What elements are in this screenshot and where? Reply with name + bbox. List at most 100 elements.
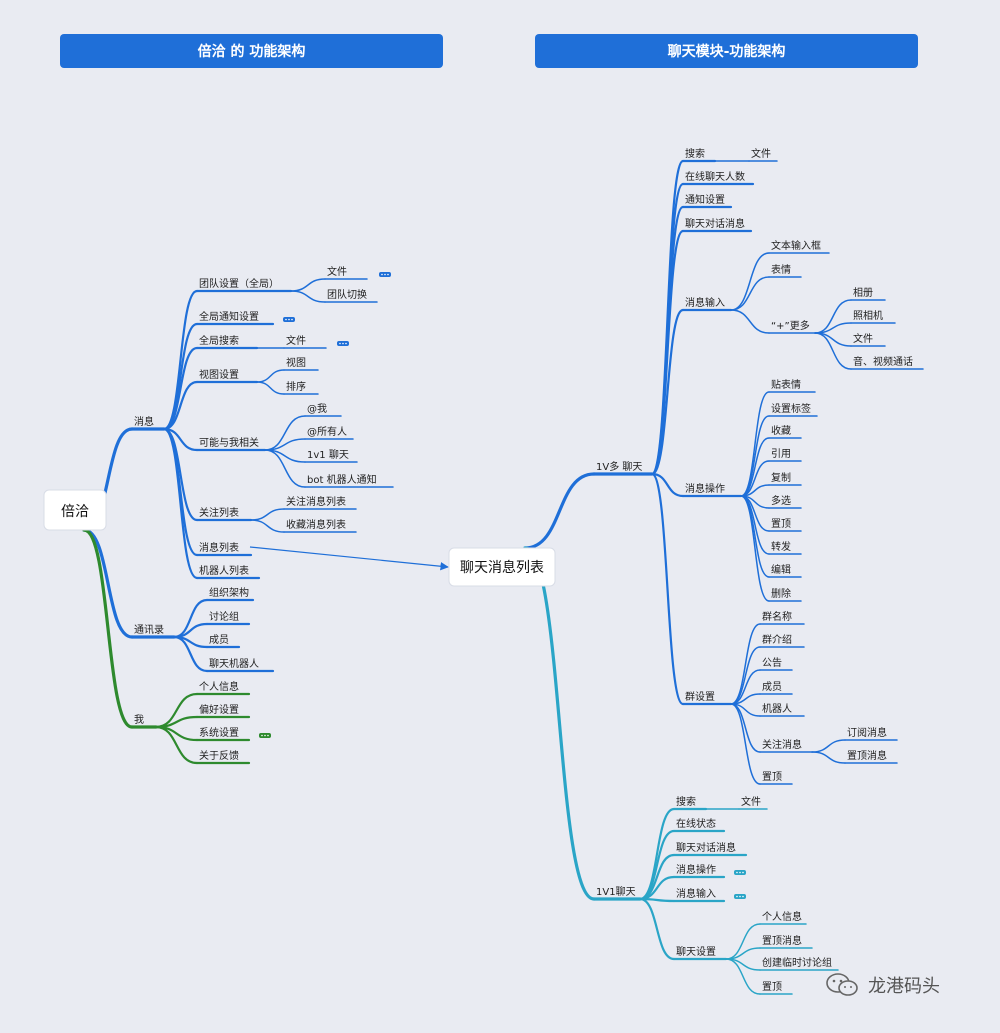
node-R-1-5-2[interactable]: 创建临时讨论组 — [762, 956, 832, 969]
edge-R-0-6-5-1 — [811, 751, 846, 764]
node-R-1-5-3[interactable]: 置顶 — [762, 981, 782, 993]
node-L-1[interactable]: 通讯录 — [134, 624, 164, 636]
node-R-0-5[interactable]: 消息操作 — [685, 482, 725, 495]
node-R-1-4[interactable]: 消息输入 — [676, 887, 716, 900]
node-L-1-0[interactable]: 组织架构 — [209, 586, 249, 599]
node-L-0-0[interactable]: 团队设置（全局） — [199, 277, 279, 290]
edge-L-0-3 — [162, 380, 199, 431]
node-L-0-6[interactable]: 消息列表 — [199, 541, 239, 554]
node-R-1-0-0[interactable]: 文件 — [741, 795, 761, 808]
node-L-0-4-0[interactable]: @我 — [307, 403, 327, 415]
node-R-0-1[interactable]: 在线聊天人数 — [685, 170, 745, 183]
collapse-dot-icon — [742, 871, 744, 874]
node-R-1-5-0[interactable]: 个人信息 — [762, 910, 802, 923]
node-L-0-3[interactable]: 视图设置 — [199, 368, 239, 381]
node-R-0[interactable]: 1V多 聊天 — [596, 460, 642, 473]
left-title-banner: 倍洽 的 功能架构 — [60, 34, 443, 68]
node-R-0-4-2-1[interactable]: 照相机 — [853, 309, 883, 322]
node-R-0-6-0[interactable]: 群名称 — [762, 610, 792, 623]
node-L-2-2[interactable]: 系统设置 — [199, 726, 239, 739]
node-R-0-4[interactable]: 消息输入 — [685, 296, 725, 309]
node-R-1-2[interactable]: 聊天对话消息 — [676, 841, 736, 854]
node-R-0-5-1[interactable]: 设置标签 — [771, 402, 811, 415]
node-R-0-2[interactable]: 通知设置 — [685, 193, 725, 206]
node-R-1[interactable]: 1V1聊天 — [596, 885, 636, 898]
node-R-0-5-6[interactable]: 置顶 — [771, 518, 791, 530]
node-R-0-6-3[interactable]: 成员 — [762, 681, 782, 693]
node-R-0-5-5[interactable]: 多选 — [771, 494, 791, 507]
link-arrow — [249, 546, 449, 571]
node-R-0-4-2[interactable]: “+”更多 — [771, 319, 810, 332]
node-L-0-2-0[interactable]: 文件 — [286, 334, 306, 347]
node-R-0-4-0[interactable]: 文本输入框 — [771, 239, 821, 252]
node-L-0-5-1[interactable]: 收藏消息列表 — [286, 518, 346, 531]
node-R-1-5[interactable]: 聊天设置 — [676, 945, 716, 958]
node-R-0-4-2-0[interactable]: 相册 — [853, 286, 873, 299]
node-L-2-3[interactable]: 关于反馈 — [199, 749, 239, 762]
node-R-1-1[interactable]: 在线状态 — [676, 817, 716, 830]
node-R-0-5-4[interactable]: 复制 — [771, 471, 791, 484]
node-L-0-4-1[interactable]: @所有人 — [307, 425, 347, 438]
node-L-2-0[interactable]: 个人信息 — [199, 680, 239, 693]
node-R-0-6-2[interactable]: 公告 — [762, 656, 782, 669]
node-L-0[interactable]: 消息 — [134, 415, 154, 428]
node-R-1-0[interactable]: 搜索 — [676, 795, 696, 808]
node-R-0-6-1[interactable]: 群介绍 — [762, 633, 792, 646]
node-R-0-6-6[interactable]: 置顶 — [762, 771, 782, 783]
node-L-1-3[interactable]: 聊天机器人 — [209, 657, 259, 670]
node-L-2[interactable]: 我 — [134, 714, 144, 726]
node-L-0-0-1[interactable]: 团队切换 — [327, 288, 367, 301]
node-L-1-1[interactable]: 讨论组 — [209, 610, 239, 623]
node-R-0-6-5-1[interactable]: 置顶消息 — [847, 749, 887, 762]
node-L-0-4-3[interactable]: bot 机器人通知 — [307, 473, 377, 486]
collapse-dot-icon — [267, 734, 269, 737]
node-L-0-3-1[interactable]: 排序 — [286, 380, 306, 393]
node-R-0-5-9[interactable]: 删除 — [771, 587, 791, 600]
right-root-box[interactable] — [448, 547, 556, 587]
left-root-box[interactable] — [43, 489, 107, 531]
mind-map-nodes: 消息团队设置（全局）文件团队切换全局通知设置全局搜索文件视图设置视图排序可能与我… — [134, 147, 913, 993]
edge-L-2-3 — [154, 725, 199, 765]
node-L-1-2[interactable]: 成员 — [209, 634, 229, 646]
collapse-dot-icon — [285, 318, 287, 321]
node-R-0-4-2-2[interactable]: 文件 — [853, 332, 873, 345]
node-R-0-3[interactable]: 聊天对话消息 — [685, 217, 745, 230]
collapse-dot-icon — [342, 342, 344, 345]
node-R-0-4-1[interactable]: 表情 — [771, 263, 791, 276]
node-R-1-5-1[interactable]: 置顶消息 — [762, 934, 802, 947]
node-L-0-5-0[interactable]: 关注消息列表 — [286, 495, 346, 508]
node-R-0-5-3[interactable]: 引用 — [771, 448, 791, 460]
edge-R-0-6-0 — [730, 623, 761, 705]
node-L-0-4[interactable]: 可能与我相关 — [199, 436, 259, 449]
node-R-0-6-4[interactable]: 机器人 — [762, 702, 792, 715]
node-L-0-1[interactable]: 全局通知设置 — [199, 310, 259, 323]
node-L-0-3-0[interactable]: 视图 — [286, 356, 306, 369]
edge-R-0-5-9 — [740, 495, 770, 602]
mind-map-edges — [82, 159, 924, 995]
node-L-0-7[interactable]: 机器人列表 — [199, 564, 249, 577]
edge-R-1-5 — [638, 897, 676, 961]
collapse-dot-icon — [261, 734, 263, 737]
node-L-0-0-0[interactable]: 文件 — [327, 265, 347, 278]
node-R-1-3[interactable]: 消息操作 — [676, 863, 716, 876]
edge-R-0 — [523, 472, 596, 550]
node-L-0-5[interactable]: 关注列表 — [199, 506, 239, 519]
edge-R-0-6-6 — [730, 703, 761, 785]
node-R-0-5-7[interactable]: 转发 — [771, 540, 791, 553]
node-L-0-2[interactable]: 全局搜索 — [199, 334, 239, 347]
edge-R-0-4-1 — [730, 276, 770, 311]
node-R-0-6-5-0[interactable]: 订阅消息 — [847, 726, 887, 739]
node-R-0-6[interactable]: 群设置 — [685, 690, 715, 703]
node-R-0-6-5[interactable]: 关注消息 — [762, 738, 802, 751]
node-R-0-0[interactable]: 搜索 — [685, 147, 705, 160]
node-R-0-5-0[interactable]: 贴表情 — [771, 378, 801, 391]
node-R-0-0-0[interactable]: 文件 — [751, 147, 771, 160]
node-L-0-4-2[interactable]: 1v1 聊天 — [307, 448, 349, 461]
edge-L-0-0-0 — [290, 278, 326, 292]
node-R-0-4-2-3[interactable]: 音、视频通话 — [853, 355, 913, 368]
node-L-2-1[interactable]: 偏好设置 — [199, 703, 239, 716]
collapse-dot-icon — [736, 895, 738, 898]
node-R-0-5-8[interactable]: 编辑 — [771, 563, 791, 576]
node-R-0-5-2[interactable]: 收藏 — [771, 424, 791, 437]
